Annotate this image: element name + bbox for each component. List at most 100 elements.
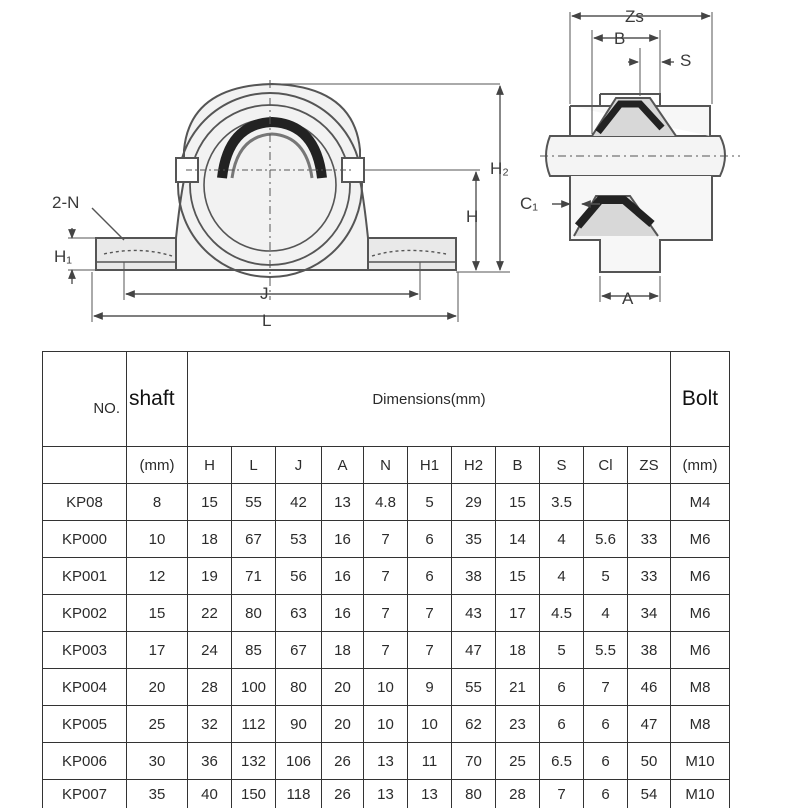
value-cell: 47 xyxy=(628,706,671,743)
value-cell: 20 xyxy=(322,669,364,706)
value-cell: 25 xyxy=(127,706,188,743)
value-cell: 7 xyxy=(364,558,408,595)
value-cell: 53 xyxy=(276,521,322,558)
value-cell: 34 xyxy=(628,595,671,632)
value-cell: 25 xyxy=(496,743,540,780)
value-cell: 12 xyxy=(127,558,188,595)
unit-cell: H xyxy=(188,447,232,484)
value-cell: 33 xyxy=(628,521,671,558)
value-cell: 54 xyxy=(628,780,671,808)
value-cell: 100 xyxy=(232,669,276,706)
value-cell: M6 xyxy=(671,521,730,558)
value-cell: 35 xyxy=(127,780,188,808)
value-cell: 28 xyxy=(188,669,232,706)
value-cell: 80 xyxy=(452,780,496,808)
value-cell: 46 xyxy=(628,669,671,706)
header-bolt: Bolt xyxy=(671,352,730,447)
value-cell: 20 xyxy=(127,669,188,706)
value-cell: 7 xyxy=(364,595,408,632)
value-cell: 8 xyxy=(127,484,188,521)
unit-cell: H2 xyxy=(452,447,496,484)
label-2-n: 2-N xyxy=(52,193,79,212)
model-cell: KP08 xyxy=(43,484,127,521)
value-cell: 106 xyxy=(276,743,322,780)
model-cell: KP003 xyxy=(43,632,127,669)
value-cell: 7 xyxy=(540,780,584,808)
value-cell: 4 xyxy=(584,595,628,632)
value-cell: 80 xyxy=(232,595,276,632)
value-cell: 15 xyxy=(127,595,188,632)
value-cell: 5.5 xyxy=(584,632,628,669)
model-cell: KP007 xyxy=(43,780,127,808)
value-cell: 16 xyxy=(322,558,364,595)
value-cell: 10 xyxy=(364,706,408,743)
value-cell: 15 xyxy=(496,558,540,595)
value-cell: 4.5 xyxy=(540,595,584,632)
value-cell: 55 xyxy=(452,669,496,706)
value-cell: 6.5 xyxy=(540,743,584,780)
value-cell: 6 xyxy=(408,558,452,595)
value-cell: 13 xyxy=(322,484,364,521)
value-cell: 15 xyxy=(496,484,540,521)
unit-cell: L xyxy=(232,447,276,484)
model-cell: KP005 xyxy=(43,706,127,743)
value-cell: 118 xyxy=(276,780,322,808)
unit-cell: A xyxy=(322,447,364,484)
units-row: (mm) H L J A N H1 H2 B S Cl ZS (mm) xyxy=(43,447,730,484)
value-cell: 67 xyxy=(232,521,276,558)
value-cell: 4 xyxy=(540,558,584,595)
value-cell: 6 xyxy=(540,706,584,743)
value-cell: 35 xyxy=(452,521,496,558)
label-j: J xyxy=(260,284,269,303)
value-cell: 90 xyxy=(276,706,322,743)
unit-cell: Cl xyxy=(584,447,628,484)
value-cell: 55 xyxy=(232,484,276,521)
value-cell: 28 xyxy=(496,780,540,808)
spec-table: NO. shaft Dimensions(mm) Bolt (mm) H L J… xyxy=(42,351,730,808)
value-cell: 38 xyxy=(452,558,496,595)
value-cell: 20 xyxy=(322,706,364,743)
value-cell: M10 xyxy=(671,743,730,780)
value-cell xyxy=(628,484,671,521)
value-cell: 10 xyxy=(127,521,188,558)
value-cell: 4.8 xyxy=(364,484,408,521)
header-no: NO. xyxy=(43,352,127,447)
label-h2: H₂ xyxy=(490,159,509,178)
value-cell: 24 xyxy=(188,632,232,669)
value-cell: 63 xyxy=(276,595,322,632)
value-cell: 11 xyxy=(408,743,452,780)
value-cell: 17 xyxy=(496,595,540,632)
value-cell: 29 xyxy=(452,484,496,521)
front-view xyxy=(96,80,456,300)
value-cell: 7 xyxy=(364,521,408,558)
value-cell: 50 xyxy=(628,743,671,780)
value-cell: 16 xyxy=(322,595,364,632)
value-cell: 43 xyxy=(452,595,496,632)
label-s: S xyxy=(680,51,691,70)
label-b: B xyxy=(614,29,625,48)
unit-cell: ZS xyxy=(628,447,671,484)
value-cell: 9 xyxy=(408,669,452,706)
value-cell: 5 xyxy=(408,484,452,521)
model-cell: KP001 xyxy=(43,558,127,595)
value-cell: 21 xyxy=(496,669,540,706)
value-cell: 5 xyxy=(540,632,584,669)
value-cell: M6 xyxy=(671,632,730,669)
value-cell: 6 xyxy=(408,521,452,558)
value-cell: M8 xyxy=(671,669,730,706)
units-no xyxy=(43,447,127,484)
header-dimensions: Dimensions(mm) xyxy=(188,352,671,447)
value-cell: 18 xyxy=(322,632,364,669)
value-cell: 33 xyxy=(628,558,671,595)
value-cell: 6 xyxy=(540,669,584,706)
value-cell: 18 xyxy=(496,632,540,669)
value-cell: 6 xyxy=(584,780,628,808)
value-cell: 7 xyxy=(408,595,452,632)
value-cell: 5.6 xyxy=(584,521,628,558)
